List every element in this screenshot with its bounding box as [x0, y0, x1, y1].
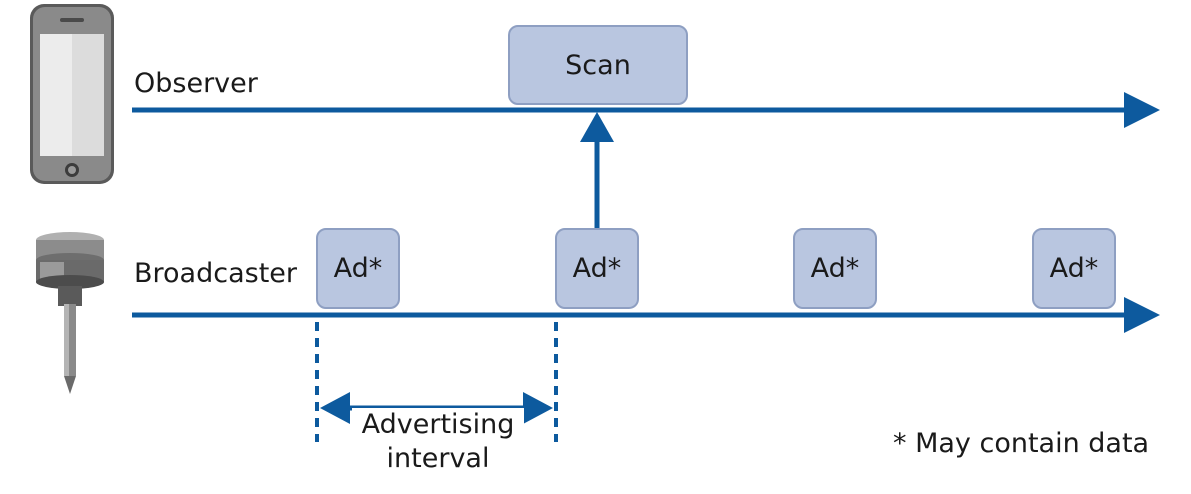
ad-box-3: Ad*	[793, 228, 877, 309]
broadcaster-sensor-icon	[36, 232, 104, 394]
broadcaster-timeline-arrow	[132, 297, 1160, 333]
ad-box-2: Ad*	[555, 228, 639, 309]
smartphone-icon	[30, 4, 114, 184]
observer-label: Observer	[134, 68, 258, 99]
broadcaster-label: Broadcaster	[134, 258, 297, 289]
footnote: * May contain data	[893, 428, 1150, 459]
ad-box-1: Ad*	[316, 228, 400, 309]
observer-timeline-arrow	[132, 92, 1160, 128]
scan-box: Scan	[508, 25, 688, 105]
ad-box-4: Ad*	[1032, 228, 1116, 309]
advertising-interval-label: Advertising interval	[352, 408, 524, 476]
scan-arrow	[580, 112, 614, 228]
interval-label-line1: Advertising	[361, 409, 515, 440]
interval-label-line2: interval	[386, 443, 490, 474]
